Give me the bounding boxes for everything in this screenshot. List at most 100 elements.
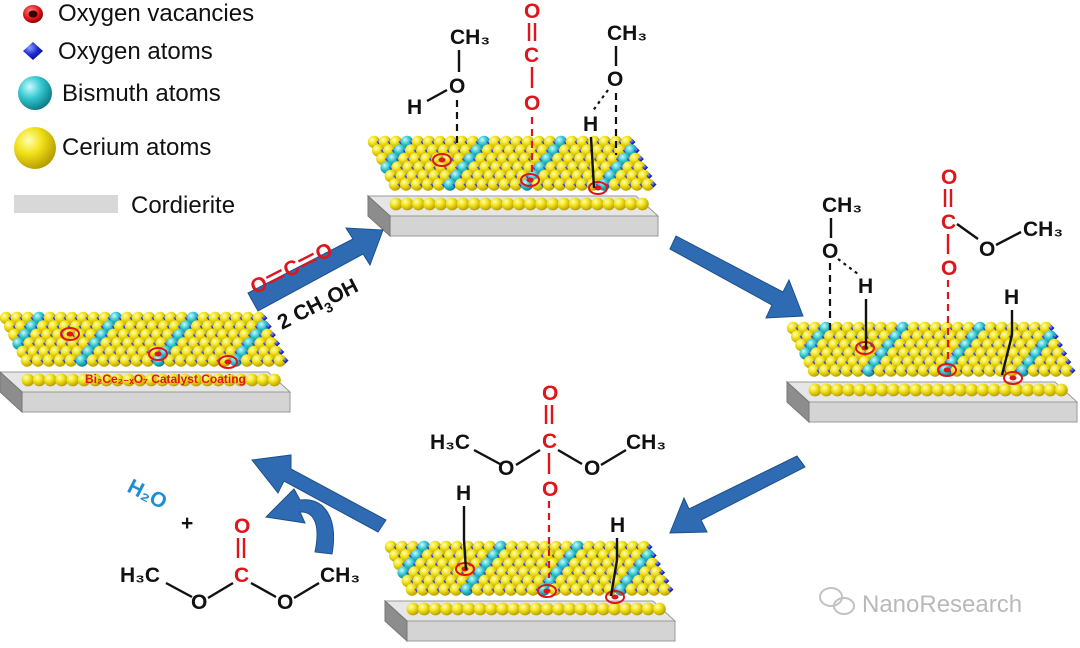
- oxygen-atom: [1065, 359, 1072, 365]
- cerium-atom: [898, 383, 911, 397]
- cerium-atom: [619, 602, 633, 616]
- oxygen-atom: [261, 315, 268, 321]
- arrow-to-adsorption: [247, 227, 384, 312]
- oxygen-atom: [650, 181, 657, 188]
- catalyst-slab-adsorption: [366, 135, 660, 238]
- cerium-atom: [479, 197, 492, 211]
- cerium-atom: [456, 197, 470, 211]
- cerium-atom: [223, 373, 237, 387]
- cerium-atom: [406, 602, 420, 616]
- cerium-atom: [557, 197, 571, 211]
- cerium-atom: [207, 354, 221, 367]
- cerium-atom: [410, 178, 424, 191]
- cerium-atom: [853, 383, 867, 397]
- cerium-atom: [1032, 383, 1046, 397]
- cerium-atom: [580, 197, 593, 211]
- bismuth-atom: [862, 364, 876, 377]
- cerium-atom: [144, 373, 158, 387]
- cerium-atom: [504, 583, 518, 596]
- o-label: O: [277, 591, 293, 614]
- plus-sign: +: [181, 512, 193, 535]
- cerium-atom: [906, 364, 920, 377]
- legend-item-oxygen-atoms: Oxygen atoms: [23, 38, 213, 65]
- oxygen-vacancy: [520, 173, 540, 187]
- oxygen-atom: [633, 147, 640, 154]
- co2-c: C: [524, 44, 539, 67]
- cerium-atom: [234, 373, 248, 387]
- oxygen-atom: [650, 552, 657, 559]
- cerium-atom: [100, 373, 113, 387]
- cerium-atom: [77, 373, 91, 387]
- c-label: C: [941, 211, 956, 234]
- cerium-atom: [873, 364, 887, 377]
- cerium-atom: [111, 373, 124, 387]
- cerium-atom: [624, 197, 638, 211]
- cerium-atom: [423, 197, 436, 211]
- watermark-text: NanoResearch: [862, 591, 1022, 618]
- cerium-atom: [625, 583, 639, 596]
- o-bottom: O: [941, 257, 957, 280]
- cerium-atom: [399, 178, 413, 191]
- cerium-atom: [961, 364, 975, 377]
- oxygen-vacancy: [1003, 371, 1023, 385]
- oxygen-atom: [1061, 350, 1068, 357]
- cerium-atom: [32, 373, 46, 387]
- h-label: H: [858, 275, 873, 298]
- oxygen-atom: [659, 569, 666, 576]
- cerium-atom: [875, 383, 889, 397]
- cerium-atom: [931, 383, 945, 397]
- cerium-atom: [647, 583, 661, 596]
- o-top: O: [941, 166, 957, 189]
- cerium-atom: [167, 373, 181, 387]
- arrow-to-product: [669, 455, 806, 534]
- oxygen-vacancy-core: [1009, 375, 1017, 381]
- oxygen-atom: [1048, 325, 1055, 331]
- cerium-atom: [471, 583, 485, 596]
- cerium-atom: [829, 364, 843, 377]
- oxygen-vacancy: [537, 584, 557, 598]
- cordierite-support-front: [808, 401, 1078, 423]
- cerium-atom: [884, 364, 898, 377]
- cerium-atom: [591, 197, 604, 211]
- cerium-atom: [156, 373, 169, 387]
- oxygen-atom: [265, 323, 272, 330]
- cerium-atom: [434, 197, 448, 211]
- cerium-atom: [818, 364, 832, 377]
- cerium-atom: [529, 602, 543, 616]
- oxygen-vacancy: [218, 355, 238, 369]
- oxygen-vacancy-core: [611, 594, 619, 600]
- cordierite-support-side: [384, 599, 408, 643]
- cerium-atom: [462, 602, 476, 616]
- o-label: O: [449, 75, 465, 98]
- oxygen-atom: [646, 544, 653, 550]
- cerium-atom: [819, 383, 833, 397]
- cerium-atom: [564, 178, 578, 191]
- o-label: O: [607, 68, 623, 91]
- oxygen-vacancy: [60, 327, 80, 341]
- cerium-atom: [405, 583, 419, 596]
- oxygen-atom: [646, 173, 653, 179]
- h3c-label: H₃C: [120, 564, 160, 587]
- cerium-atom: [987, 383, 1001, 397]
- cerium-atom: [999, 383, 1012, 397]
- cerium-atom: [920, 383, 934, 397]
- o-top: O: [542, 382, 558, 405]
- cerium-atom: [509, 178, 523, 191]
- oxygen-vacancy-core: [438, 157, 446, 163]
- cerium-atom: [21, 373, 35, 387]
- oxygen-atom: [629, 139, 636, 145]
- oxygen-vacancy-core: [943, 367, 951, 373]
- cerium-atom: [512, 197, 526, 211]
- h-label: H: [610, 514, 625, 537]
- cerium-atom: [493, 583, 507, 596]
- cerium-atom: [658, 583, 672, 596]
- legend-item-oxygen-vacancies: Oxygen vacancies: [23, 0, 254, 27]
- cerium-atom: [895, 364, 909, 377]
- cerium-atom: [174, 354, 188, 367]
- cerium-atom: [388, 178, 402, 191]
- right-panel-adsorbates: CH₃ O H O C O CH₃ O H: [822, 166, 1063, 376]
- cerium-atom: [864, 383, 878, 397]
- cordierite-support-front: [406, 620, 676, 642]
- cerium-atom: [485, 602, 498, 616]
- cerium-atom: [42, 354, 56, 367]
